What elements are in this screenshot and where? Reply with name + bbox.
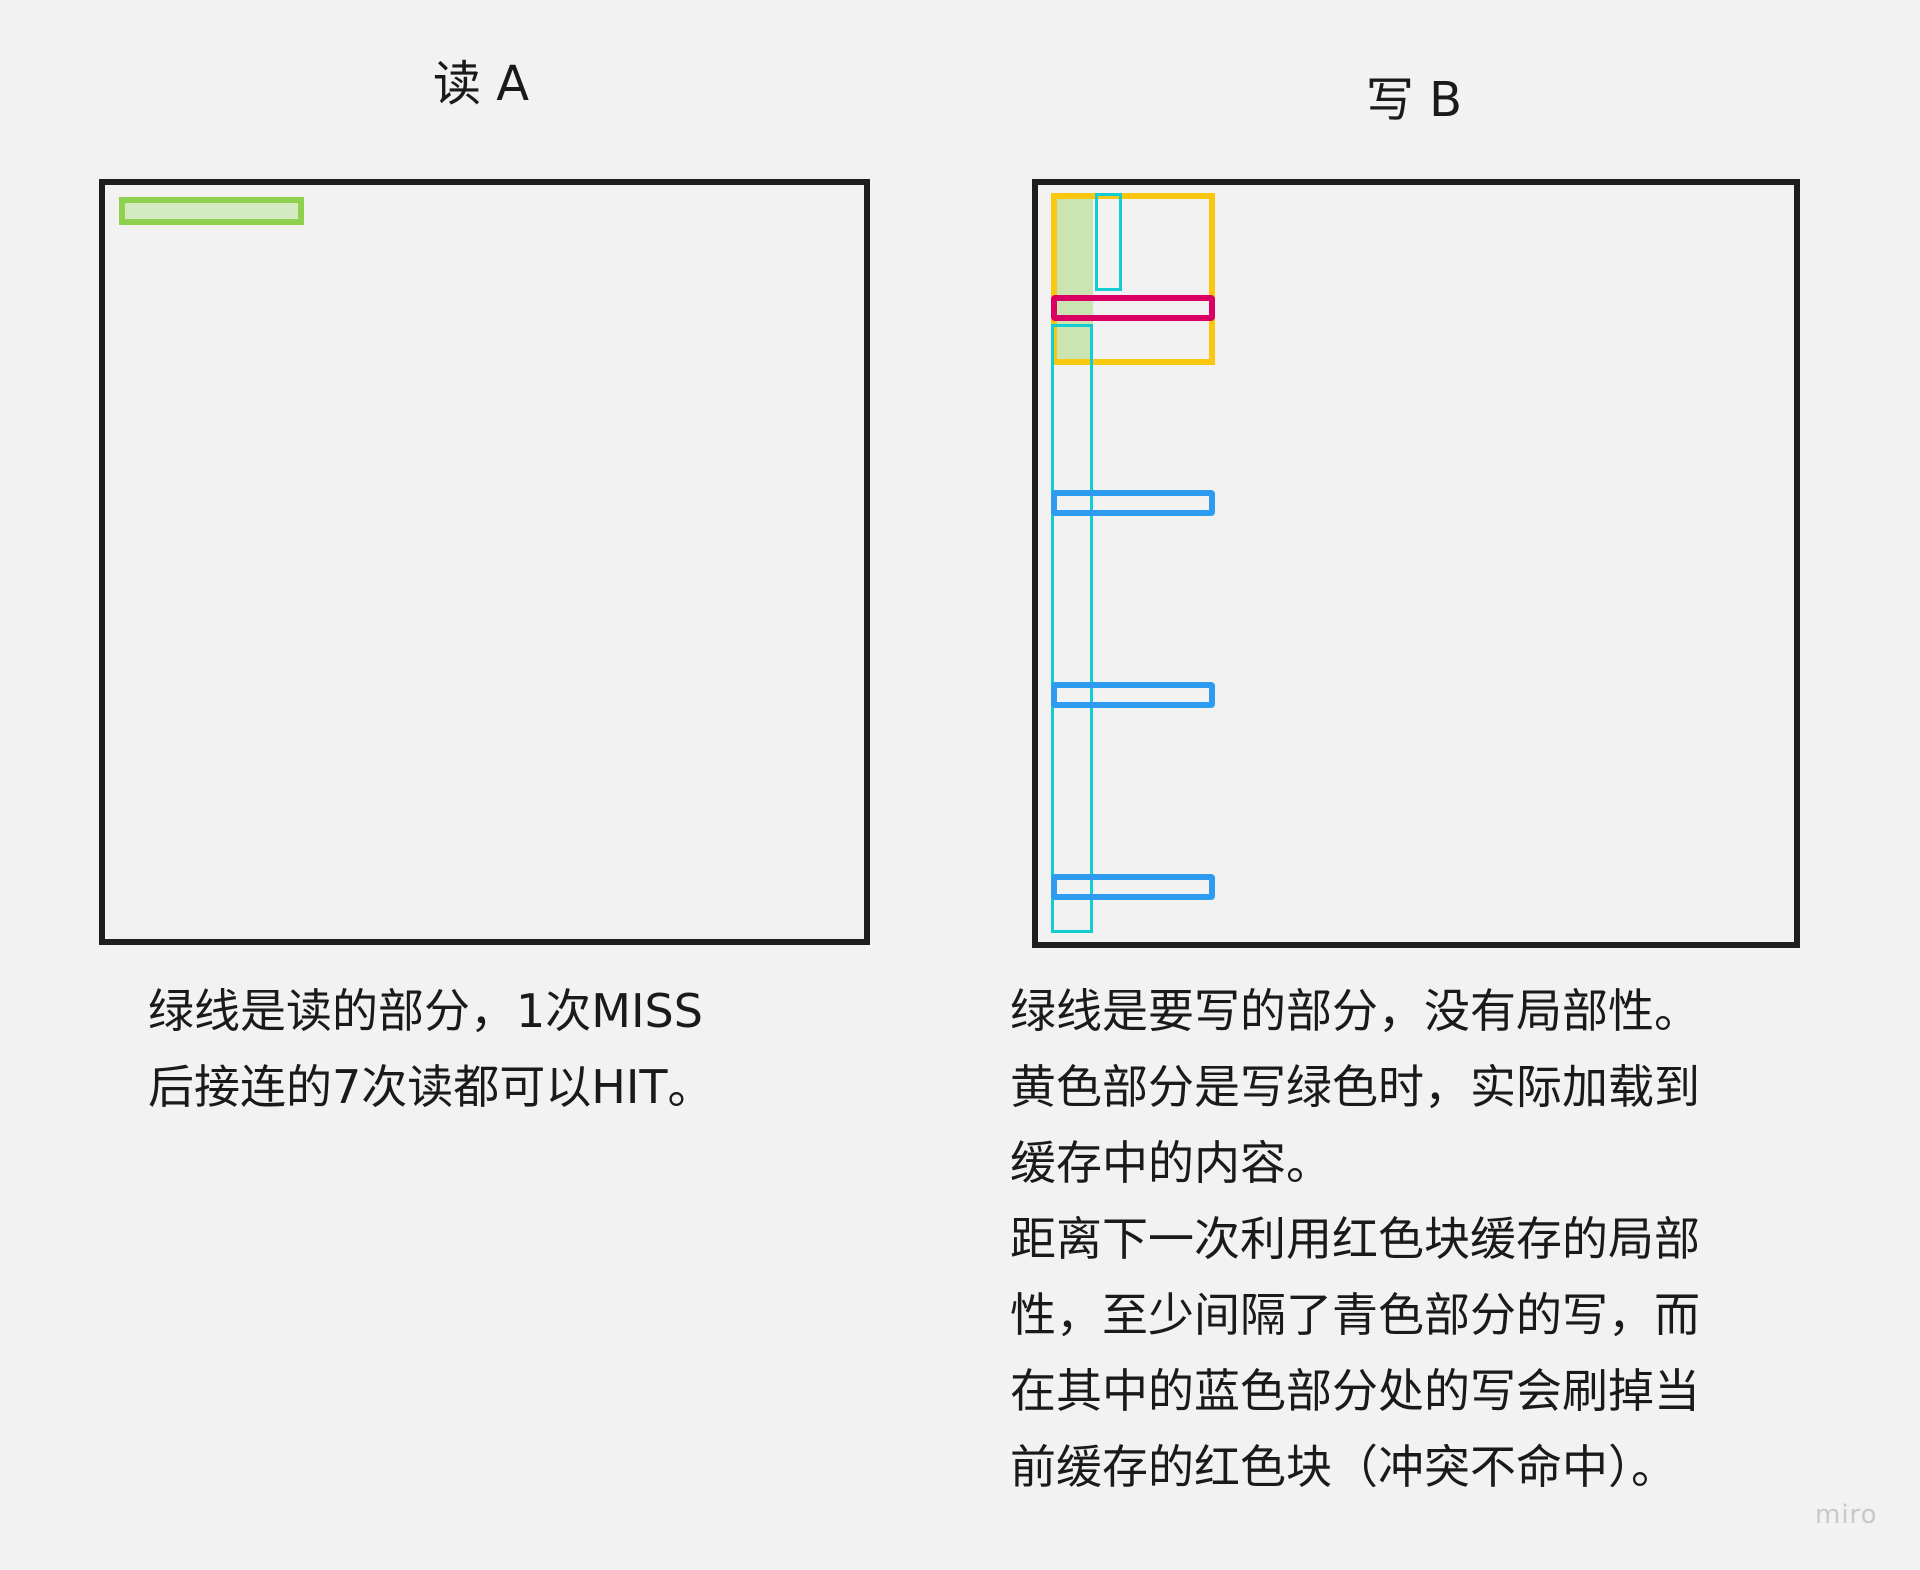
cache-block-yellow	[1051, 193, 1215, 365]
conflict-row-blue-3	[1051, 874, 1215, 900]
caption-line: 性，至少间隔了青色部分的写，而	[1010, 1288, 1700, 1342]
conflict-row-blue-1	[1051, 490, 1215, 516]
matrix-a-frame	[99, 179, 870, 945]
write-column-green	[1051, 193, 1093, 365]
caption-line: 距离下一次利用红色块缓存的局部	[1010, 1212, 1700, 1266]
caption-line: 黄色部分是写绿色时，实际加载到	[1010, 1060, 1700, 1114]
left-title: 读 A	[432, 56, 530, 112]
left-caption: 绿线是读的部分，1次MISS 后接连的7次读都可以HIT。	[148, 973, 714, 1125]
read-row-green	[119, 197, 304, 225]
caption-line: 缓存中的内容。	[1010, 1136, 1332, 1190]
caption-line: 在其中的蓝色部分处的写会刷掉当	[1010, 1364, 1700, 1418]
right-caption: 绿线是要写的部分，没有局部性。 黄色部分是写绿色时，实际加载到 缓存中的内容。 …	[1010, 973, 1700, 1505]
miro-logo: miro	[1815, 1500, 1878, 1530]
cyan-small	[1095, 193, 1122, 291]
cache-row-red	[1051, 295, 1215, 321]
caption-line: 后接连的7次读都可以HIT。	[148, 1060, 714, 1114]
caption-line: 绿线是读的部分，1次MISS	[148, 984, 703, 1038]
caption-line: 前缓存的红色块（冲突不命中）。	[1010, 1440, 1677, 1494]
matrix-b-frame	[1032, 179, 1800, 948]
cyan-column	[1051, 324, 1093, 933]
conflict-row-blue-2	[1051, 682, 1215, 708]
right-title: 写 B	[1365, 72, 1463, 128]
caption-line: 绿线是要写的部分，没有局部性。	[1010, 984, 1700, 1038]
